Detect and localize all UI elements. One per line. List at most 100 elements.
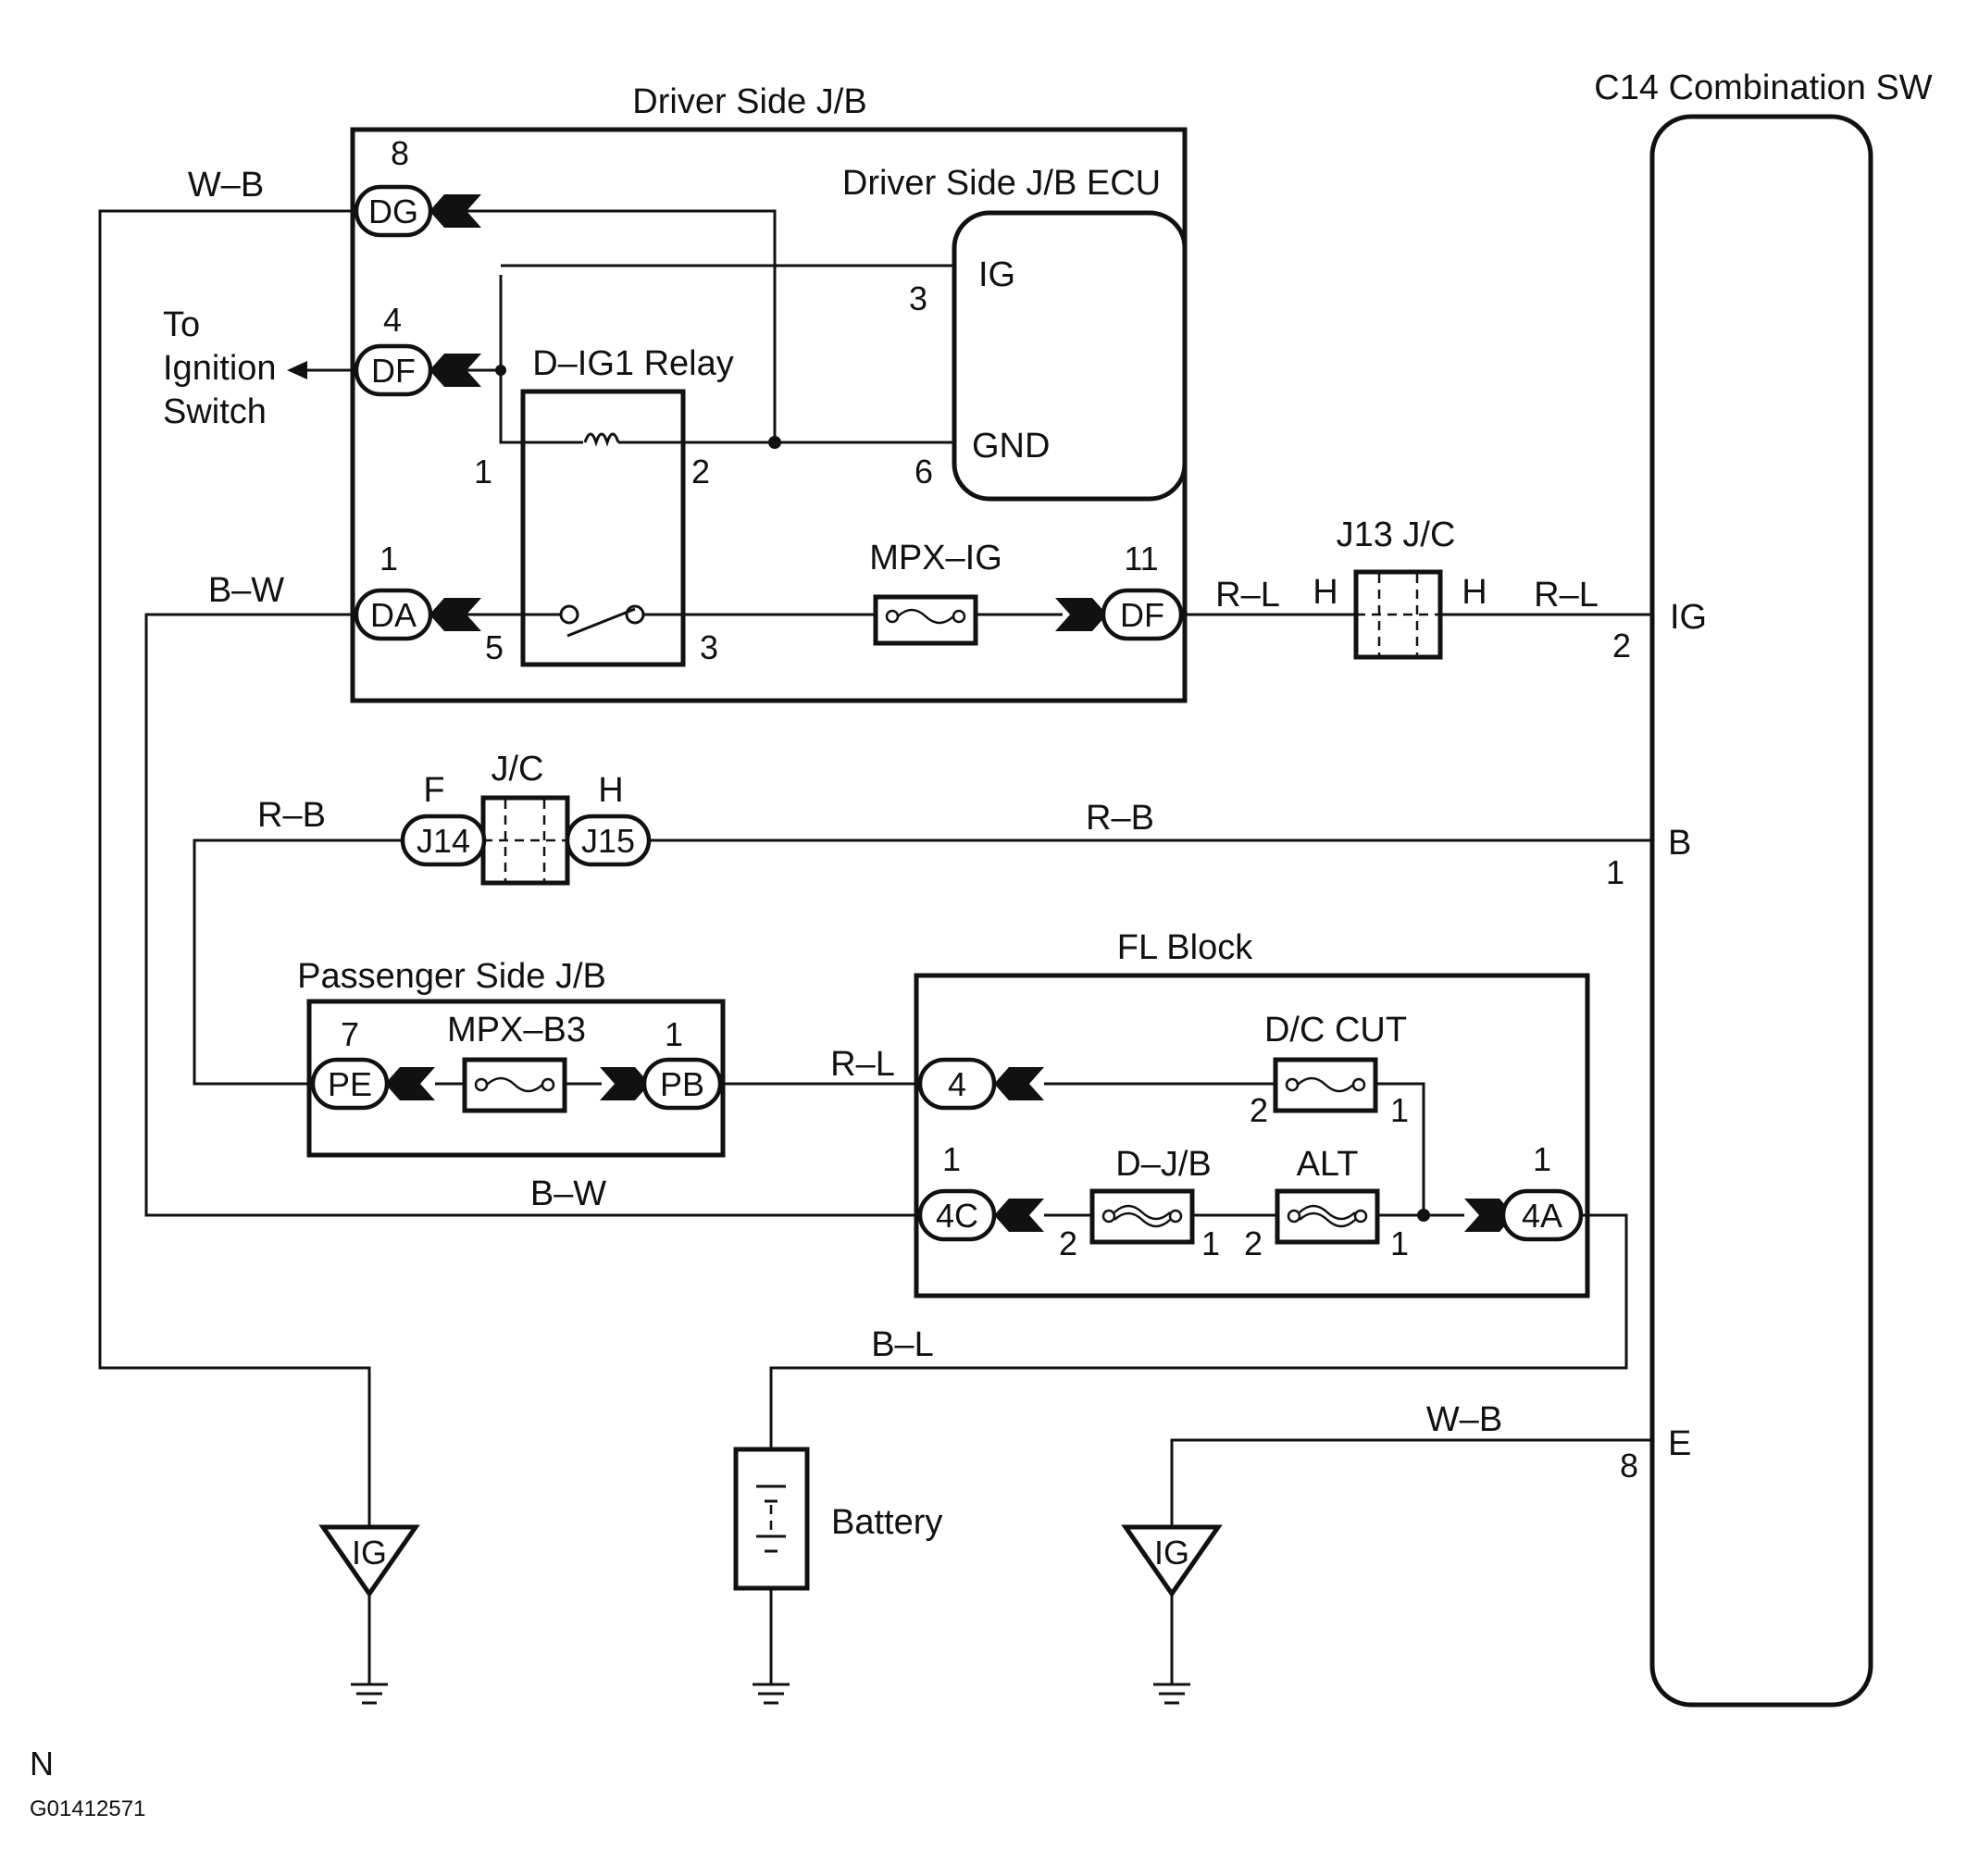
pin-dc-cut-left: 2: [1250, 1091, 1268, 1129]
passenger-jb-title: Passenger Side J/B: [297, 957, 606, 996]
fl-junction-dot: [1417, 1209, 1430, 1222]
connector-pe-label: PE: [328, 1065, 372, 1103]
fuse-alt-label: ALT: [1297, 1145, 1359, 1184]
fuse-dj-b-end-right: [1168, 1209, 1183, 1224]
sw-terminal-e: E: [1668, 1424, 1691, 1463]
sw-terminal-ig: IG: [1670, 598, 1707, 637]
fuse-mpx-b3-end-left: [474, 1077, 489, 1092]
df-right-connector-chevron: [1055, 598, 1107, 631]
pe-connector-chevron: [385, 1067, 435, 1100]
pin-ecu-ig: 3: [909, 280, 927, 317]
pin-relay-1: 1: [474, 453, 492, 491]
relay-box: [520, 389, 686, 667]
fuse-dj-b: [1089, 1188, 1195, 1245]
ground-left-icon: [351, 1594, 388, 1705]
fl4a-connector-chevron: [1464, 1199, 1514, 1232]
ecu-terminal-gnd: GND: [972, 427, 1050, 466]
pin-alt-right: 1: [1390, 1224, 1409, 1262]
wire-label-w-b-bottom: W–B: [1426, 1400, 1502, 1439]
wire-w-b-bottom: [1170, 1438, 1652, 1527]
wire-label-r-l-left: R–L: [1215, 576, 1280, 615]
ecu-terminal-ig: IG: [978, 255, 1015, 294]
connector-fl4c-label: 4C: [936, 1197, 978, 1235]
connector-fl4a-label: 4A: [1522, 1197, 1562, 1235]
ground-left-label: IG: [352, 1534, 387, 1572]
da-connector-chevron: [429, 598, 481, 631]
j13-jc-label: J13 J/C: [1337, 516, 1456, 554]
j13-jc-internal: [1356, 574, 1440, 655]
fuse-dj-b-label: D–J/B: [1115, 1145, 1211, 1184]
fl4c-connector-chevron: [994, 1199, 1044, 1232]
pin-sw-e: 8: [1620, 1447, 1638, 1485]
jc-internal: [483, 800, 567, 881]
battery-ground-icon: [753, 1683, 790, 1705]
fuse-alt: [1275, 1188, 1380, 1245]
fuse-mpx-b3-icon: [486, 1076, 543, 1093]
ground-right-icon: [1153, 1594, 1190, 1705]
relay-switch-blade: [566, 607, 636, 638]
dg-connector-chevron: [429, 194, 481, 228]
ignition-note-line1: To: [163, 305, 200, 344]
fuse-dc-cut-label: D/C CUT: [1264, 1011, 1407, 1050]
j14-letter: F: [423, 771, 444, 810]
battery-icon: [756, 1485, 786, 1553]
wire-label-b-w-top: B–W: [208, 571, 284, 610]
wire-label-r-l-fl: R–L: [830, 1045, 895, 1084]
connector-dg-label: DG: [368, 193, 418, 230]
pin-dc-cut-right: 1: [1390, 1091, 1409, 1129]
pin-alt-left: 2: [1244, 1224, 1263, 1262]
relay-coil-icon: [583, 432, 620, 447]
j13-right-letter: H: [1462, 573, 1487, 612]
pin-relay-3: 3: [700, 628, 718, 666]
fuse-alt-icon: [1299, 1204, 1356, 1228]
driver-jb-ecu-title: Driver Side J/B ECU: [842, 164, 1161, 203]
switch-contact-right: [625, 604, 645, 625]
combination-sw-box: [1649, 114, 1873, 1708]
connector-df-right: [1101, 588, 1184, 641]
fuse-alt-end-left: [1287, 1209, 1301, 1224]
fuse-dc-cut-end-right: [1351, 1077, 1366, 1092]
pin-relay-2: 2: [691, 453, 710, 491]
pin-fl4c: 1: [942, 1140, 961, 1178]
pin-pb: 1: [665, 1015, 683, 1053]
fuse-mpx-b3-label: MPX–B3: [447, 1011, 586, 1050]
switch-contact-left: [559, 604, 579, 625]
sw-terminal-b: B: [1668, 824, 1691, 863]
wire-label-b-w-bottom: B–W: [530, 1174, 606, 1213]
ground-right-triangle: [1121, 1524, 1223, 1598]
fuse-mpx-b3-end-right: [541, 1077, 555, 1092]
connector-pb: [641, 1057, 723, 1111]
connector-pb-label: PB: [660, 1065, 704, 1103]
connector-j14-label: J14: [417, 822, 470, 860]
dc-cut-to-junction-wire: [1375, 1082, 1425, 1215]
connector-fl4-label: 4: [948, 1065, 966, 1103]
pin-dj-b-right: 1: [1201, 1224, 1220, 1262]
wire-b-w: [144, 613, 916, 1217]
fuse-mpx-ig-icon: [897, 608, 954, 625]
fuse-dj-b-icon: [1114, 1204, 1171, 1228]
wire-label-b-l: B–L: [871, 1325, 934, 1364]
passenger-jb-box: [306, 999, 726, 1158]
wire-w-b-top: [98, 209, 371, 1527]
fl-block-box: [914, 973, 1590, 1298]
connector-da-label: DA: [370, 596, 417, 634]
footer-code: N: [30, 1745, 54, 1783]
ignition-switch-arrow-icon: [287, 361, 307, 379]
dg-wire: [446, 209, 777, 442]
fuse-dc-cut-end-left: [1285, 1077, 1300, 1092]
pin-dj-b-left: 2: [1059, 1224, 1077, 1262]
pin-relay-5: 5: [485, 628, 504, 666]
wire-label-r-b-right: R–B: [1086, 799, 1154, 838]
relay-coil-wire-left: [499, 275, 583, 444]
connector-df-right-label: DF: [1120, 596, 1164, 634]
wire-b-l: [769, 1213, 1628, 1449]
wire-label-r-l-right: R–L: [1534, 576, 1599, 615]
pin-df-right: 11: [1124, 540, 1158, 578]
j13-left-letter: H: [1313, 573, 1338, 612]
pin-da: 1: [380, 540, 398, 578]
fuse-mpx-ig-end-left: [885, 609, 900, 624]
wire-r-b-left: [193, 839, 403, 1086]
pin-fl4a: 1: [1533, 1140, 1551, 1178]
connector-j14: [400, 814, 487, 867]
